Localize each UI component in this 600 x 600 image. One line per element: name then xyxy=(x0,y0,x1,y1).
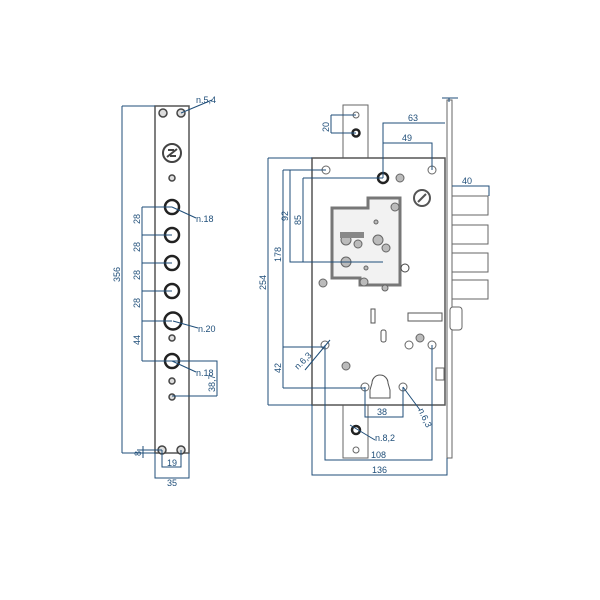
dim-hole-diameter-top: n.5,4 xyxy=(196,95,216,105)
faceplate-outline xyxy=(154,105,190,454)
dim-hole-diameter: n.18 xyxy=(196,214,214,224)
dim-height: 254 xyxy=(258,275,268,290)
dim-pitch: 28 xyxy=(132,270,142,280)
screw-hole xyxy=(168,334,176,342)
logo-icon xyxy=(413,189,431,207)
dim-bolt-throw: 40 xyxy=(462,176,472,186)
front-plate xyxy=(446,99,453,459)
cylinder-cutout xyxy=(369,374,391,399)
dim-screw-span: 19 xyxy=(167,458,177,468)
dim-136: 136 xyxy=(372,465,387,475)
bolt xyxy=(451,252,489,273)
dim-63: 63 xyxy=(408,113,418,123)
dim-strike-pitch: 20 xyxy=(321,122,331,132)
dim-hole-diameter-right: n.6,3 xyxy=(416,407,434,429)
dim-gap: 44 xyxy=(132,335,142,345)
dim-width: 35 xyxy=(167,478,177,488)
lock-body-view: 20 63 49 40 254 178 92 85 42 n.6,3 n.6,3… xyxy=(258,97,490,476)
bolt xyxy=(451,279,489,300)
screw-hole xyxy=(168,174,176,182)
dim-38: 38 xyxy=(377,407,387,417)
deadlock-pin xyxy=(435,367,445,381)
dim-bottom: 8 xyxy=(133,451,143,456)
dim-hole-diameter: n.18 xyxy=(196,368,214,378)
bolt xyxy=(451,195,489,216)
dim-hole-diameter-left: n.6,3 xyxy=(292,350,313,371)
latch xyxy=(449,306,463,331)
screw-hole xyxy=(168,377,176,385)
bolt xyxy=(451,224,489,245)
dim-pitch: 28 xyxy=(132,214,142,224)
faceplate-view: n.5,4 356 28 28 28 28 44 n.18 n.20 n.18 … xyxy=(112,95,218,488)
dim-108: 108 xyxy=(371,450,386,460)
dim-pitch: 28 xyxy=(132,298,142,308)
screw-hole xyxy=(158,108,168,118)
dim-offset: 38,7 xyxy=(207,374,217,392)
dim-42: 42 xyxy=(273,363,283,373)
dim-pitch: 28 xyxy=(132,242,142,252)
logo-icon xyxy=(162,143,182,163)
dim-strike-hole: n.8,2 xyxy=(375,433,395,443)
dim-85: 85 xyxy=(293,215,303,225)
dim-92: 92 xyxy=(280,211,290,221)
screw-hole xyxy=(168,393,176,401)
dim-latch-diameter: n.20 xyxy=(198,324,216,334)
dim-49: 49 xyxy=(402,133,412,143)
dim-length: 356 xyxy=(112,267,122,282)
dim-178: 178 xyxy=(273,247,283,262)
